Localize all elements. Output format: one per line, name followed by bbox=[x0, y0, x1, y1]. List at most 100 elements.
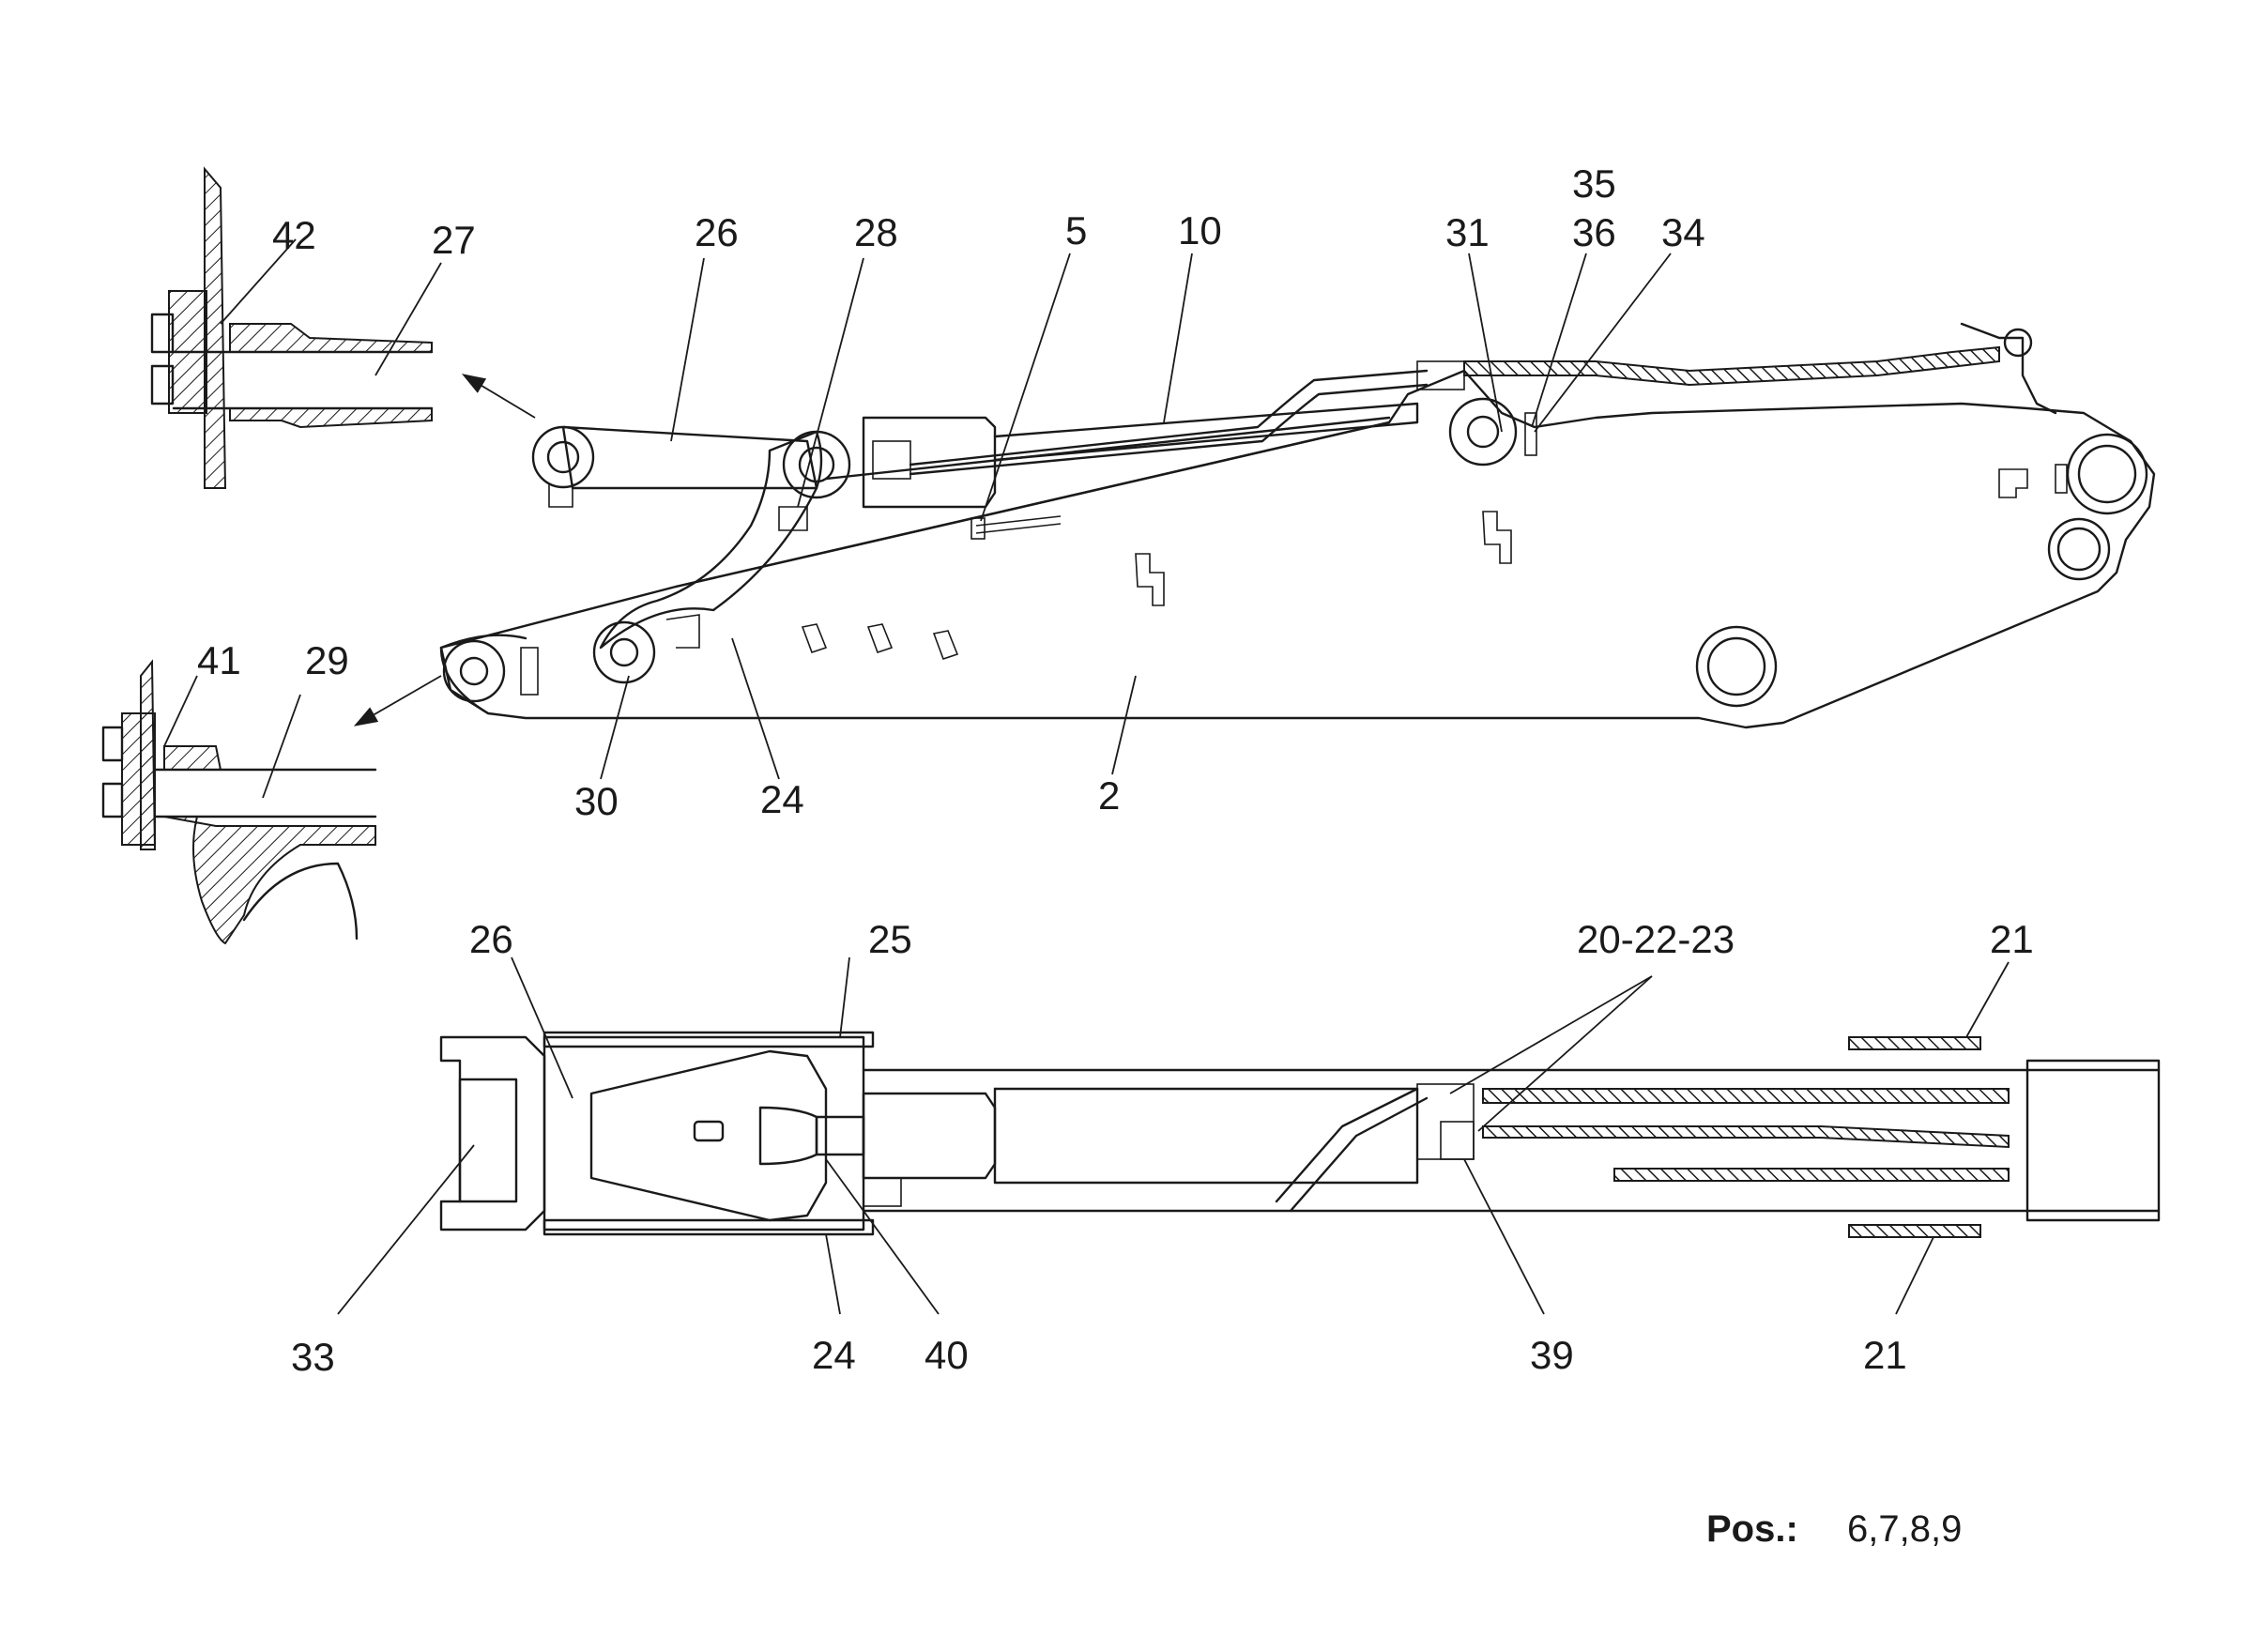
fitting-40 bbox=[863, 1177, 902, 1207]
head-fork-crossbar bbox=[458, 1078, 518, 1203]
cylinder-rod-plan bbox=[815, 1115, 865, 1156]
boom-nose-pin-inner bbox=[459, 656, 489, 686]
boom-pivot-bore-inner bbox=[1706, 636, 1766, 696]
plan-crossing-tube bbox=[1275, 1087, 1429, 1213]
boom-plan-rails bbox=[862, 1068, 2161, 1213]
pin-31 bbox=[1466, 415, 1500, 449]
detail-upper-bolt-head-2 bbox=[150, 364, 175, 405]
callout-5: 5 bbox=[1065, 208, 1087, 252]
cylinder-port-block bbox=[872, 440, 911, 480]
callout-34: 34 bbox=[1661, 210, 1705, 254]
callout-2: 2 bbox=[1098, 773, 1120, 818]
link-26-retainer bbox=[548, 483, 573, 508]
fitting-5 bbox=[971, 517, 986, 540]
detail-lower-casting bbox=[163, 816, 376, 945]
link-lower-pin bbox=[592, 620, 656, 684]
detail-arrow-lower bbox=[353, 675, 442, 727]
detail-arrow-upper bbox=[461, 374, 536, 419]
plate-25 bbox=[543, 1031, 875, 1048]
callout-31: 31 bbox=[1445, 210, 1490, 254]
cylinder-eye-plan bbox=[758, 1106, 818, 1166]
leader-lines bbox=[163, 238, 2010, 1315]
callout-21-lower: 21 bbox=[1863, 1333, 1907, 1377]
callout-26-plan: 26 bbox=[469, 917, 513, 961]
callout-42: 42 bbox=[272, 213, 316, 257]
boom-nose-pin bbox=[442, 639, 506, 703]
boom-plan-rear bbox=[2025, 1059, 2161, 1222]
detail-lower-bolt-head-2 bbox=[101, 782, 124, 818]
callout-33: 33 bbox=[291, 1335, 335, 1379]
cylinder-barrel-plan bbox=[862, 1092, 997, 1180]
plan-hose-2 bbox=[1482, 1125, 2010, 1149]
boom-lower-bore-inner bbox=[2056, 527, 2102, 572]
callout-35: 35 bbox=[1572, 161, 1616, 206]
part-callouts: 42 27 26 28 5 10 31 35 36 34 41 29 30 24… bbox=[197, 161, 2034, 1379]
hose-21-lower bbox=[1848, 1224, 1981, 1238]
detail-lower-bore bbox=[242, 862, 359, 941]
link-lower-pin-inner bbox=[609, 637, 639, 667]
link-pin-retainer bbox=[665, 614, 700, 649]
callout-24-plan: 24 bbox=[812, 1333, 856, 1377]
cylinder-hydraulic-line-2 bbox=[909, 383, 1429, 476]
callout-41: 41 bbox=[197, 638, 241, 682]
cylinder-10-barrel bbox=[862, 416, 997, 509]
hose-21-upper bbox=[1848, 1036, 1981, 1050]
boom-body bbox=[439, 369, 2156, 729]
position-value: 6,7,8,9 bbox=[1847, 1508, 1962, 1550]
link-26-plan bbox=[589, 1049, 828, 1222]
plan-hose-1 bbox=[1482, 1088, 2010, 1104]
boom-lower-bore bbox=[2047, 517, 2111, 581]
callout-28: 28 bbox=[854, 210, 898, 254]
nose-retainer-plate bbox=[520, 647, 539, 696]
boom-cylinder-bore bbox=[2066, 433, 2148, 515]
plate-24 bbox=[543, 1218, 875, 1236]
callout-26-side: 26 bbox=[695, 210, 739, 254]
boom-pivot-bore bbox=[1695, 625, 1778, 708]
hose-swivel bbox=[2003, 328, 2033, 358]
callout-39: 39 bbox=[1530, 1333, 1574, 1377]
head-fork bbox=[439, 1035, 546, 1231]
boom-top-edge bbox=[674, 416, 1391, 589]
detail-lower-bolt-head bbox=[101, 726, 124, 762]
pin-28-boss bbox=[782, 430, 851, 499]
plan-hose-3 bbox=[1613, 1168, 2010, 1182]
position-note: Pos.: 6,7,8,9 bbox=[1706, 1508, 1962, 1550]
detail-upper bbox=[150, 166, 434, 489]
callout-25: 25 bbox=[868, 917, 912, 961]
callout-24-side: 24 bbox=[760, 777, 804, 821]
detail-lower-bushing bbox=[163, 745, 222, 771]
boom-plan-bulkheads bbox=[993, 1087, 1419, 1185]
detail-lower bbox=[101, 659, 377, 945]
hose-brackets bbox=[801, 464, 2068, 661]
detail-upper-bushing-bottom bbox=[229, 407, 433, 429]
link-26-pin-inner bbox=[546, 440, 580, 474]
callout-40: 40 bbox=[925, 1333, 969, 1377]
detail-upper-bushing-top bbox=[229, 323, 433, 353]
detail-upper-bolt-head bbox=[150, 313, 175, 354]
pin-31-boss bbox=[1448, 397, 1518, 467]
cylinder-hydraulic-line bbox=[909, 369, 1429, 467]
callout-27: 27 bbox=[432, 218, 476, 262]
callout-29: 29 bbox=[305, 638, 349, 682]
callout-36: 36 bbox=[1572, 210, 1616, 254]
detail-lower-washer bbox=[121, 712, 156, 846]
callout-10: 10 bbox=[1178, 208, 1222, 252]
plan-view bbox=[439, 1031, 2161, 1238]
position-key: Pos.: bbox=[1706, 1508, 1798, 1550]
side-view bbox=[353, 322, 2156, 729]
boom-nose bbox=[439, 634, 527, 715]
housing-slot bbox=[693, 1120, 725, 1142]
link-24 bbox=[599, 430, 823, 650]
boom-cylinder-bore-inner bbox=[2077, 444, 2137, 504]
hose-end-fitting bbox=[1960, 322, 2057, 415]
detail-upper-plate bbox=[204, 166, 227, 489]
hose-upper bbox=[1463, 345, 2000, 387]
cylinder-10-rod bbox=[993, 402, 1419, 462]
link-26-pin bbox=[531, 425, 595, 489]
fitting-5-line bbox=[975, 515, 1062, 534]
link-26 bbox=[561, 425, 818, 490]
pin-28 bbox=[798, 446, 835, 483]
callout-20-22-23: 20-22-23 bbox=[1577, 917, 1735, 961]
pin-31-retainer bbox=[1524, 412, 1537, 456]
